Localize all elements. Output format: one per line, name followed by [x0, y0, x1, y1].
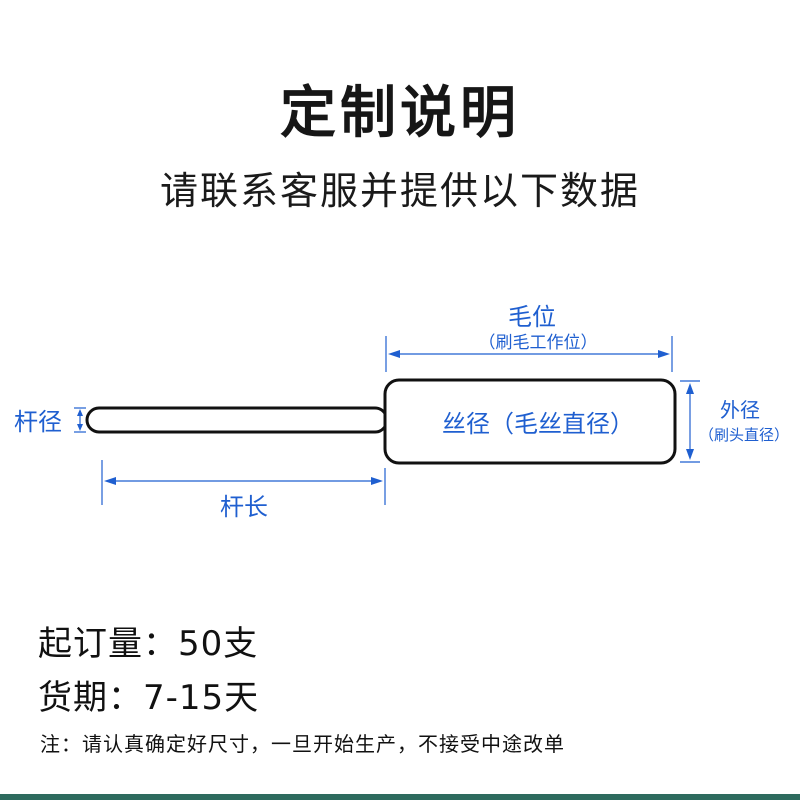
rod-length-arrow-right	[371, 477, 383, 485]
rod-dia-label: 杆径	[14, 408, 62, 436]
production-note: 注：请认真确定好尺寸，一旦开始生产，不接受中途改单	[40, 732, 565, 756]
brush-length-sublabel: （刷毛工作位）	[479, 333, 598, 353]
rod-length-label: 杆长	[220, 493, 268, 521]
page-title: 定制说明	[280, 81, 520, 146]
rod-dia-arrow-top	[77, 409, 83, 416]
lead-time-text: 货期：7-15天	[38, 678, 260, 718]
moq-text: 起订量：50支	[38, 624, 259, 664]
rod-shape	[85, 406, 389, 434]
brush-head-shape	[383, 378, 677, 465]
page-subtitle: 请联系客服并提供以下数据	[159, 169, 640, 213]
rod-length-arrow-left	[104, 477, 116, 485]
outer-dia-arrow-top	[686, 383, 694, 394]
brush-length-arrow-left	[388, 350, 400, 358]
wire-dia-label: 丝径（毛丝直径）	[442, 410, 634, 438]
rod-dia-arrow-bottom	[77, 424, 83, 431]
outer-dia-sublabel: （刷头直径）	[699, 426, 789, 444]
outer-dia-arrow-bottom	[686, 449, 694, 460]
bottom-divider	[0, 794, 800, 800]
outer-dia-label: 外径	[720, 398, 760, 422]
brush-length-label: 毛位	[508, 303, 556, 331]
brush-length-arrow-right	[658, 350, 670, 358]
